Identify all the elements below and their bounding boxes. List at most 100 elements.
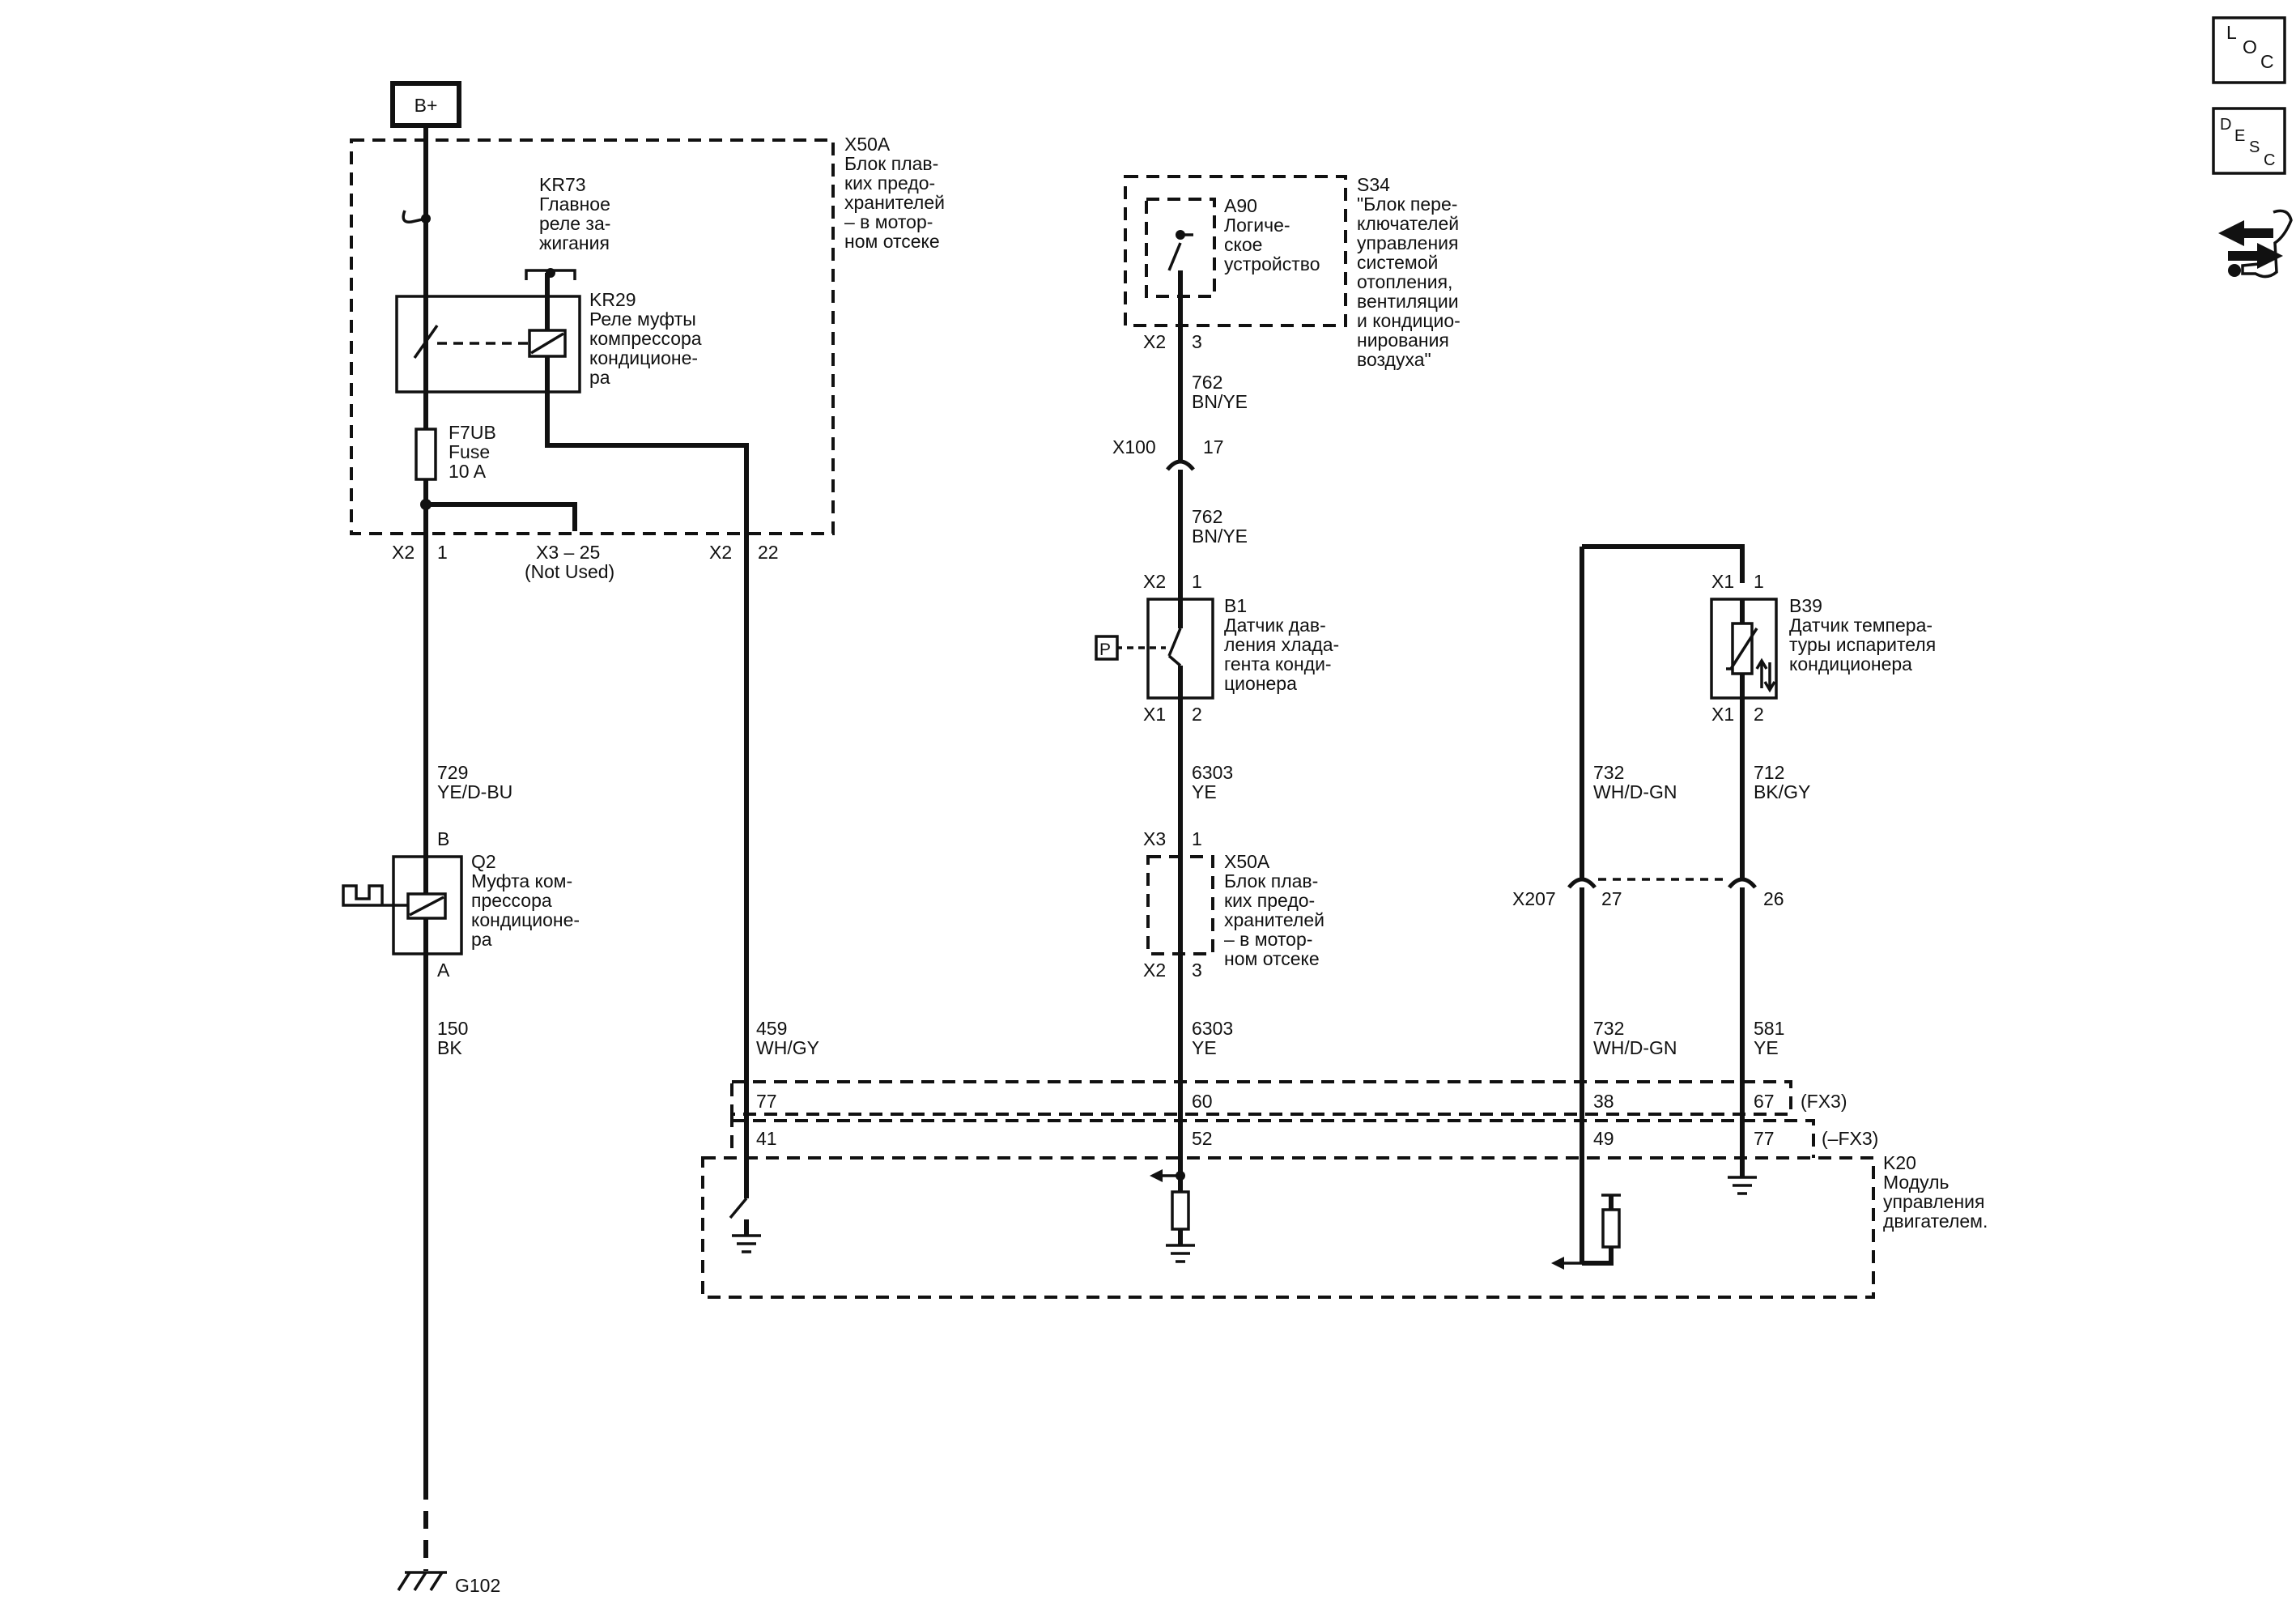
svg-text:1: 1 [437,542,448,563]
svg-text:X2: X2 [392,542,415,563]
x50a-fuse-block-top [350,138,835,535]
svg-text:WH/D-GN: WH/D-GN [1593,781,1677,802]
svg-text:X2: X2 [1143,960,1166,981]
svg-text:6303: 6303 [1192,1018,1233,1039]
svg-text:762: 762 [1192,372,1222,393]
svg-text:KR29: KR29 [589,289,636,310]
svg-text:(FX3): (FX3) [1801,1091,1847,1112]
kr29-relay [395,295,581,394]
svg-text:41: 41 [756,1128,777,1149]
svg-text:YE: YE [1192,1037,1217,1058]
svg-text:BN/YE: BN/YE [1192,391,1248,412]
svg-text:732: 732 [1593,1018,1624,1039]
svg-text:S: S [2249,138,2260,156]
svg-text:X3 – 25: X3 – 25 [536,542,600,563]
svg-text:устройство: устройство [1224,253,1320,274]
wire-762b-label: 762 BN/YE [1192,506,1248,547]
svg-text:Блок плав-: Блок плав- [1224,870,1318,891]
svg-text:150: 150 [437,1018,468,1039]
svg-text:A: A [437,960,450,981]
svg-text:вентиляции: вентиляции [1357,291,1459,312]
svg-text:BK: BK [437,1037,462,1058]
svg-text:X3: X3 [1143,828,1166,849]
svg-text:C: C [2260,51,2274,72]
wire-732a-label: 732 WH/D-GN [1593,762,1677,802]
g102-ground: G102 [397,1571,500,1596]
svg-text:712: 712 [1754,762,1784,783]
svg-text:– в мотор-: – в мотор- [844,211,933,232]
svg-text:системой: системой [1357,252,1438,273]
k20-ecm [701,1156,1875,1299]
svg-text:управления: управления [1357,232,1458,253]
svg-text:"Блок пере-: "Блок пере- [1357,194,1457,215]
svg-text:B1: B1 [1224,595,1247,616]
x50a-mid-label: X50A Блок плав- ких предо- хранителей – … [1224,851,1324,969]
svg-text:X2: X2 [709,542,732,563]
svg-text:BK/GY: BK/GY [1754,781,1810,802]
f7ub-label: F7UB Fuse 10 A [449,422,496,482]
svg-text:F7UB: F7UB [449,422,496,443]
svg-text:3: 3 [1192,331,1202,352]
kr73-label: KR73 Главное реле за- жигания [539,174,610,253]
svg-text:– в мотор-: – в мотор- [1224,929,1312,950]
svg-text:WH/D-GN: WH/D-GN [1593,1037,1677,1058]
q2-label: Q2 Муфта ком- прессора кондиционе- ра [471,851,580,950]
svg-text:P: P [1099,640,1111,659]
svg-text:YE: YE [1754,1037,1779,1058]
a90-label: A90 Логиче- ское устройство [1224,195,1320,274]
svg-text:1: 1 [1192,828,1202,849]
svg-text:10 A: 10 A [449,461,487,482]
svg-text:хранителей: хранителей [844,192,945,213]
svg-text:D: D [2220,116,2231,134]
arrows-wrench-icon[interactable] [2218,209,2293,279]
svg-text:двигателем.: двигателем. [1883,1211,1988,1232]
desc-icon[interactable]: D E S C [2212,107,2286,175]
x207-connector: X207 27 26 [1512,877,1784,909]
svg-text:1: 1 [1754,571,1764,592]
svg-text:и кондицио-: и кондицио- [1357,310,1461,331]
nfx3-row-labels: 41 52 49 77 (–FX3) [756,1128,1878,1149]
svg-text:S34: S34 [1357,174,1390,195]
svg-text:6303: 6303 [1192,762,1233,783]
b1-pressure-sensor: X2 1 P X1 2 [1095,571,1214,725]
loc-icon[interactable]: L O C [2212,16,2286,84]
svg-text:X1: X1 [1143,704,1166,725]
wire-6303a-label: 6303 YE [1192,762,1233,802]
svg-text:управления: управления [1883,1191,1984,1212]
wire-459 [545,356,749,1198]
svg-text:E: E [2234,127,2245,145]
svg-text:ключателей: ключателей [1357,213,1459,234]
svg-text:X2: X2 [1143,331,1166,352]
x50a-fuse-block-mid: X3 1 X2 3 [1143,828,1214,981]
svg-text:O: O [2243,36,2257,57]
svg-text:кондиционе-: кондиционе- [471,909,580,930]
svg-text:17: 17 [1203,436,1224,457]
wire-459-label: 459 WH/GY [756,1018,819,1058]
svg-text:воздуха": воздуха" [1357,349,1431,370]
svg-text:Главное: Главное [539,194,610,215]
wire-729-label: 729 YE/D-BU [437,762,512,802]
battery-power: B+ [390,81,461,128]
svg-text:3: 3 [1192,960,1202,981]
svg-text:нирования: нирования [1357,330,1449,351]
svg-text:60: 60 [1192,1091,1213,1112]
conn-labels-top: X2 1 X3 – 25 (Not Used) X2 22 [392,542,779,582]
svg-text:A90: A90 [1224,195,1257,216]
svg-text:(Not Used): (Not Used) [525,561,614,582]
wire-581-label: 581 YE [1754,1018,1784,1058]
svg-text:ления хлада-: ления хлада- [1224,634,1339,655]
svg-text:гента конди-: гента конди- [1224,653,1332,674]
svg-text:X2: X2 [1143,571,1166,592]
svg-text:27: 27 [1601,888,1622,909]
b39-temp-sensor: X1 1 X1 2 [1710,571,1778,1174]
svg-text:ких предо-: ких предо- [1224,890,1315,911]
f7ub-fuse [415,428,437,481]
svg-text:ра: ра [589,367,610,388]
svg-text:ционера: ционера [1224,673,1297,694]
svg-text:KR73: KR73 [539,174,586,195]
svg-text:L: L [2226,22,2237,43]
svg-text:729: 729 [437,762,468,783]
b39-label: B39 Датчик темпера- туры испарителя конд… [1789,595,1936,674]
s34-label: S34 "Блок пере- ключателей управления си… [1357,174,1461,370]
svg-text:прессора: прессора [471,890,552,911]
